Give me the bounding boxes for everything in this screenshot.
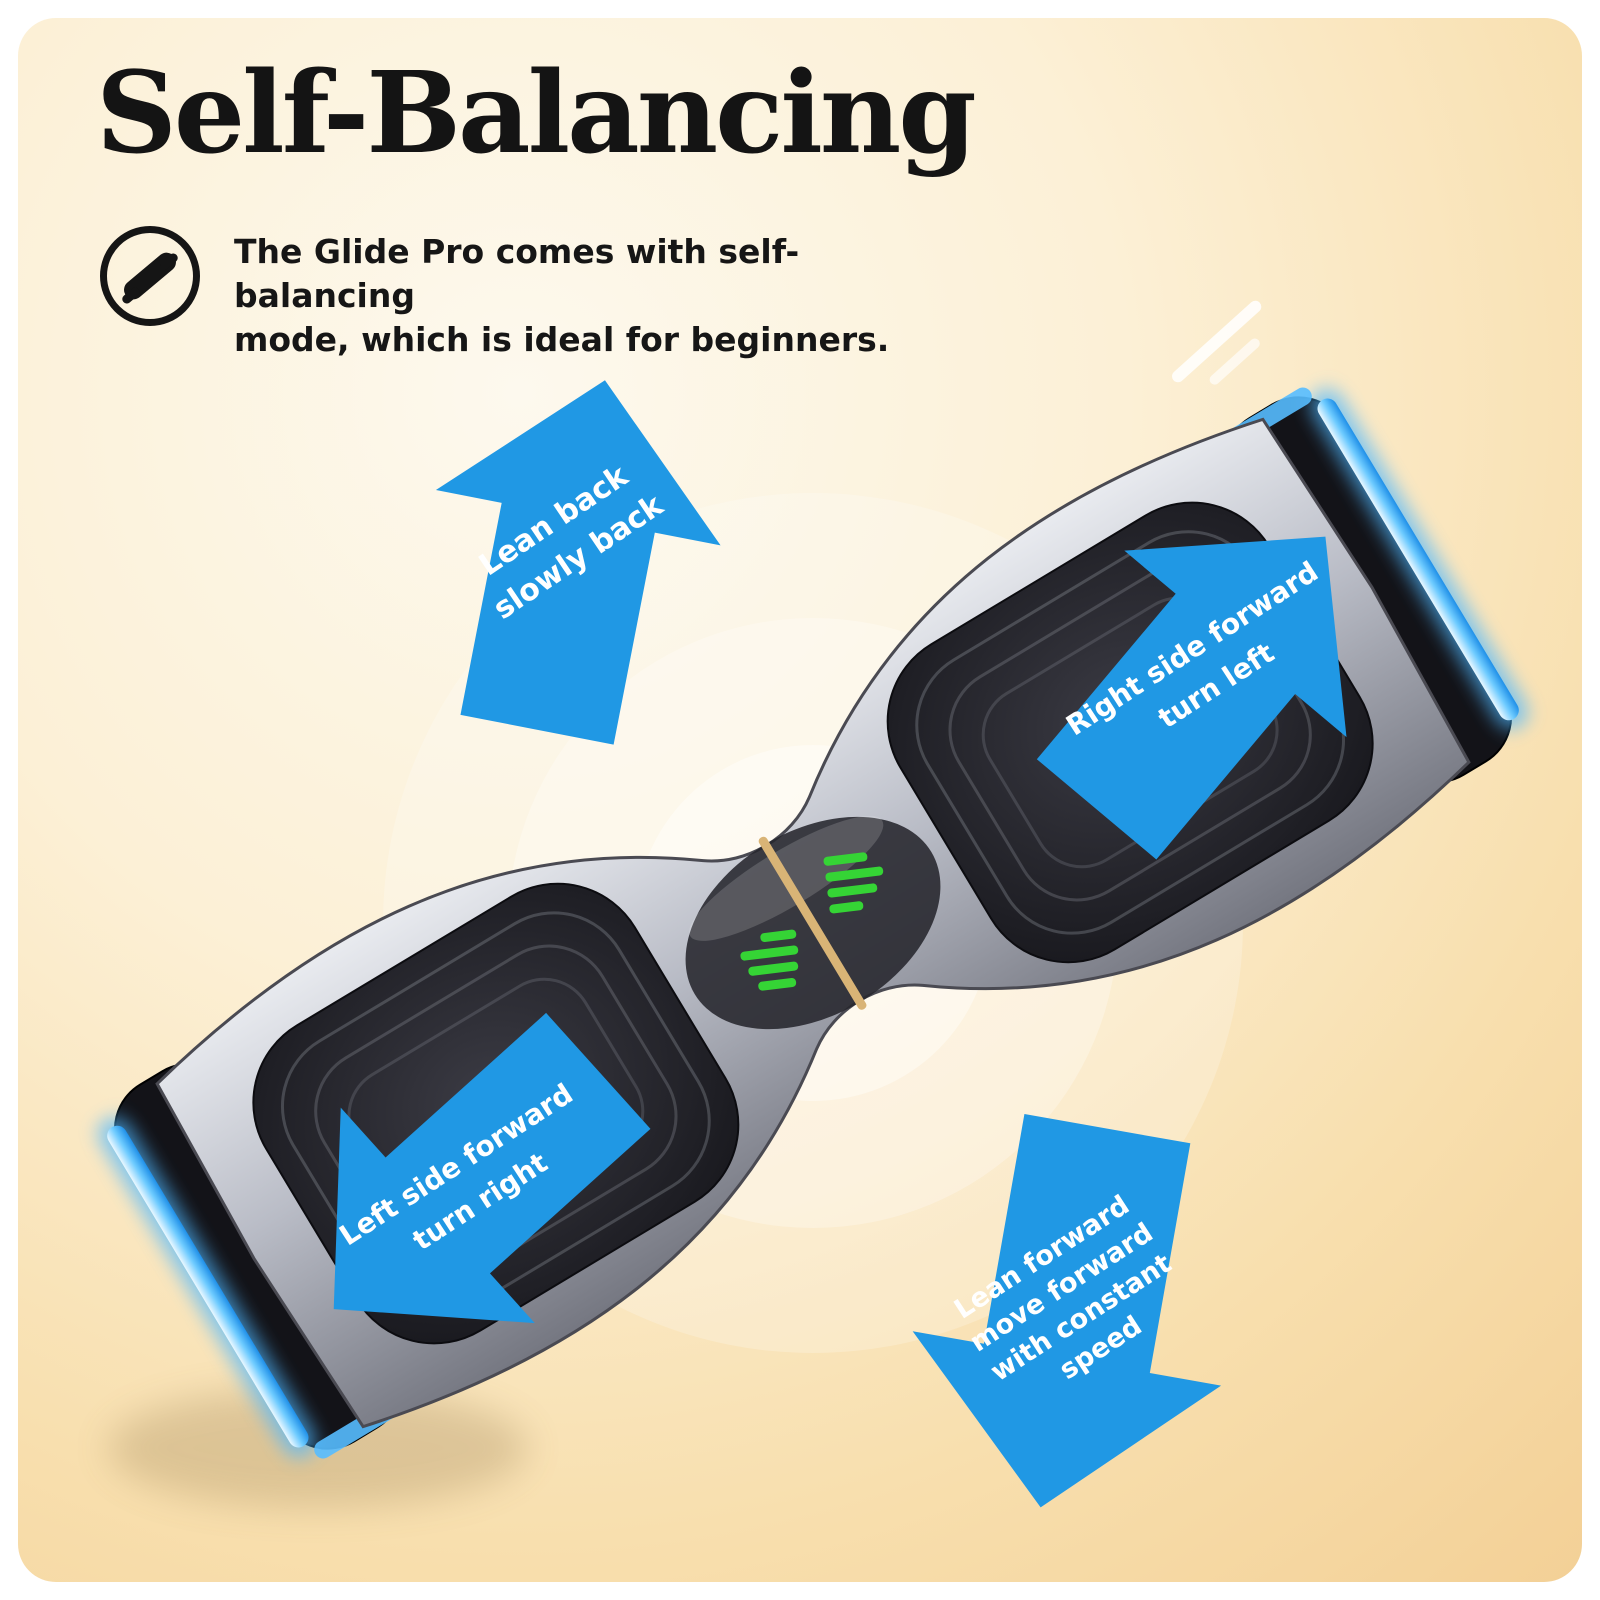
arrow-lean-back: Lean back slowly back <box>435 380 721 745</box>
description-line-1: The Glide Pro comes with self-balancing <box>234 232 800 316</box>
arrow-shape <box>912 1114 1222 1508</box>
streak <box>1172 300 1262 383</box>
description: The Glide Pro comes with self-balancing … <box>234 230 934 363</box>
intro-block: The Glide Pro comes with self-balancing … <box>100 226 934 363</box>
motion-streaks <box>1172 300 1262 385</box>
led-light-right <box>1317 398 1519 721</box>
battery-indicator-lights <box>740 852 884 991</box>
infographic-background: Self-Balancing The Glide Pro comes with … <box>18 18 1582 1582</box>
led-light-left <box>107 1125 309 1448</box>
arrow-shape <box>333 1012 651 1324</box>
page-title: Self-Balancing <box>96 48 977 179</box>
description-line-2: mode, which is ideal for beginners. <box>234 320 890 360</box>
arrow-shape <box>435 380 721 745</box>
streak <box>1209 338 1260 385</box>
arrow-lean-forward: Lean forward move forward with constant … <box>912 1114 1222 1508</box>
arrow-shape <box>1036 536 1347 860</box>
center-seam <box>758 836 867 1010</box>
illustration: Lean back slowly back Right side forward… <box>97 300 1529 1508</box>
hoverboard-icon <box>100 226 200 326</box>
center-waist <box>685 815 941 1030</box>
